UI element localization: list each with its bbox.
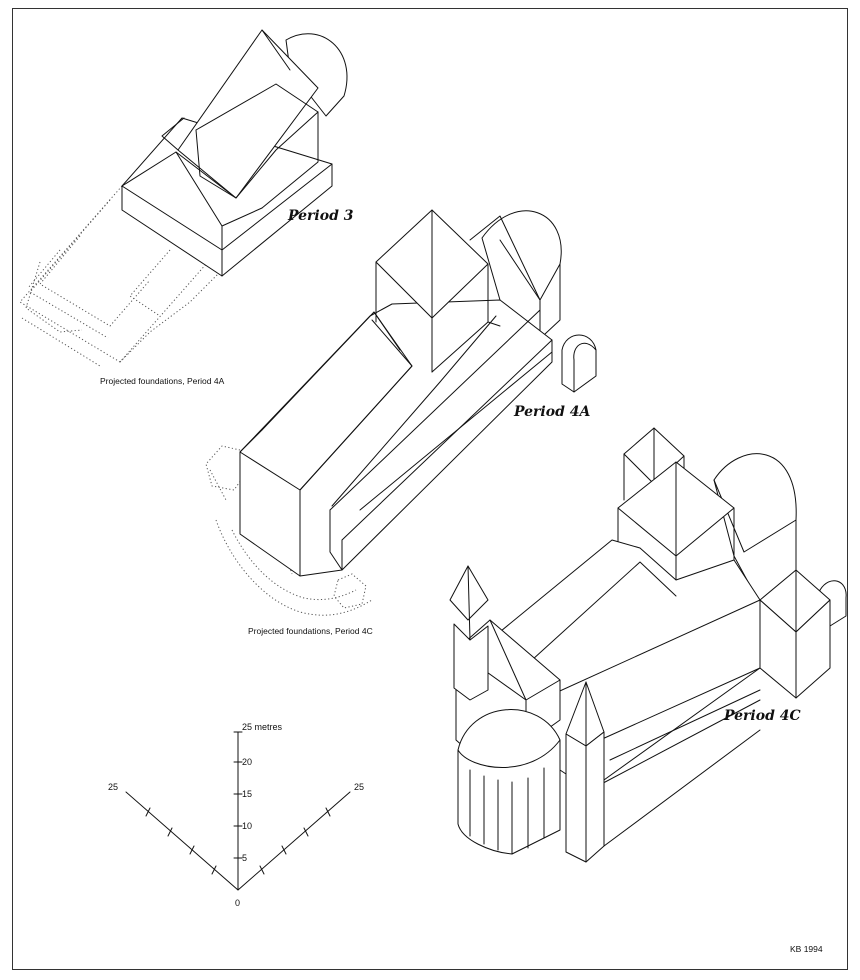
scale-vertical-label: 25 metres [242, 722, 283, 732]
label-period-4a: Period 4A [513, 404, 590, 420]
label-projected-4a: Projected foundations, Period 4A [100, 376, 225, 386]
scale-tick-5: 5 [242, 853, 247, 863]
scale-left-25: 25 [108, 782, 118, 792]
period-4c-building [449, 427, 847, 863]
period-4a-building [205, 209, 597, 616]
label-period-4c: Period 4C [723, 708, 801, 724]
scale-tick-0: 0 [235, 898, 240, 908]
label-projected-4c: Projected foundations, Period 4C [248, 626, 373, 636]
scale-tick-15: 15 [242, 789, 252, 799]
projected-foundations-4a [19, 185, 223, 367]
credit-label: KB 1994 [790, 944, 823, 954]
scale-right-25: 25 [354, 782, 364, 792]
label-period-3: Period 3 [287, 208, 354, 224]
scale-tick-20: 20 [242, 757, 252, 767]
scale-axes [125, 731, 351, 891]
period-3-building [19, 29, 348, 367]
drawing-frame [12, 8, 848, 970]
scale-tick-10: 10 [242, 821, 252, 831]
